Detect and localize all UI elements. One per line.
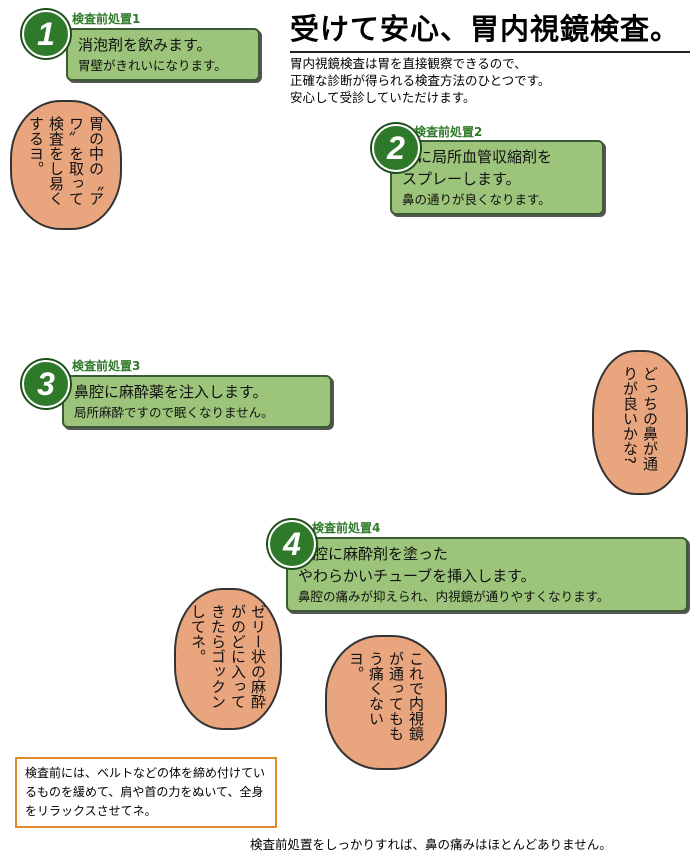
step-2-main-2: スプレーします。 (402, 170, 521, 188)
footer-text: 検査前処置をしっかりすれば、鼻の痛みはほとんどありません。 (250, 837, 612, 852)
page-title: 受けて安心、胃内視鏡検査。 (290, 6, 690, 53)
step-1-label: 検査前処置1 (72, 12, 141, 26)
patient-drinking-illustration (156, 79, 246, 191)
step-2-box: 鼻に局所血管収縮剤を スプレーします。 鼻の通りが良くなります。 (390, 140, 604, 215)
step-1-box: 消泡剤を飲みます。 胃壁がきれいになります。 (66, 28, 260, 81)
step-4-label: 検査前処置4 (312, 521, 381, 535)
step-3-label: 検査前処置3 (72, 359, 141, 373)
relax-note: 検査前には、ベルトなどの体を締め付けているものを緩めて、肩や首の力をぬいて、全身… (15, 757, 277, 828)
step-4-sub: 鼻腔の痛みが抑えられ、内視鏡が通りやすくなります。 (298, 589, 610, 604)
step-4-main: 鼻腔に麻酔剤を塗った (298, 545, 449, 563)
step-2-main: 鼻に局所血管収縮剤を (402, 148, 553, 166)
spray-bulb-illustration (369, 332, 547, 491)
step-2-sub: 鼻の通りが良くなります。 (402, 192, 551, 207)
step-3-box: 鼻腔に麻酔薬を注入します。 局所麻酔ですので眠くなりません。 (62, 375, 332, 428)
arrow-icon (282, 129, 373, 506)
step-3-sub: 局所麻酔ですので眠くなりません。 (74, 405, 274, 420)
step-1-number: 1 (22, 10, 70, 58)
intro-line: 胃内視鏡検査は胃を直接観察できるので、 (290, 56, 527, 71)
step-4-main-2: やわらかいチューブを挿入します。 (298, 567, 536, 585)
bubble-jelly: ゼリー状の麻酔がのどに入ってきたらゴックンしてネ。 (174, 588, 282, 730)
step-3-main: 鼻腔に麻酔薬を注入します。 (74, 383, 268, 401)
step-1-sub: 胃壁がきれいになります。 (78, 58, 227, 73)
step-2-number: 2 (372, 124, 420, 172)
step-3-number: 3 (22, 360, 70, 408)
intro-text: 胃内視鏡検査は胃を直接観察できるので、 正確な診断が得られる検査方法のひとつです… (290, 55, 550, 106)
bubble-foam: 胃の中の〝アワ〟を取って検査をし易くするヨ。 (10, 100, 122, 230)
bubble-scope: これで内視鏡が通ってももう痛くないヨ。 (325, 635, 447, 770)
step-4-box: 鼻腔に麻酔剤を塗った やわらかいチューブを挿入します。 鼻腔の痛みが抑えられ、内… (286, 537, 688, 612)
bubble-nose: どっちの鼻が通りが良いかな? (592, 350, 688, 495)
step-2-label: 検査前処置2 (414, 125, 483, 139)
syringe-illustration (59, 469, 177, 781)
intro-line: 正確な診断が得られる検査方法のひとつです。 (290, 73, 551, 88)
step-4-number: 4 (268, 520, 316, 568)
step-1-main: 消泡剤を飲みます。 (78, 36, 212, 54)
intro-line: 安心して受診していただけます。 (290, 90, 476, 105)
